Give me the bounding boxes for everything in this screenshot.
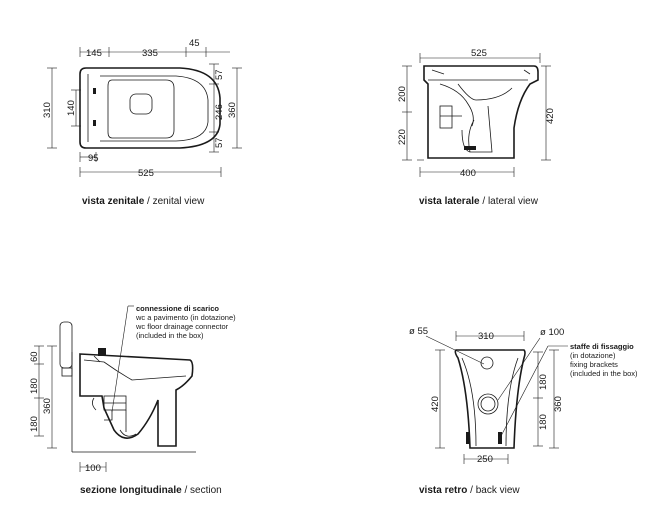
zenital-dim-57-top: 57 [214, 69, 225, 80]
back-dim-diam-100: ø 100 [540, 327, 564, 338]
section-view-drawing: connessione di scarico wc a pavimento (i… [29, 304, 236, 474]
lateral-dim-220: 220 [397, 129, 408, 145]
section-note-line-2: wc a pavimento (in dotazione) [135, 313, 236, 322]
back-caption-light: / back view [467, 485, 520, 496]
back-view-drawing: ø 55 310 ø 100 staffe di fissaggio (in d… [409, 326, 638, 465]
zenital-dim-360: 360 [227, 102, 238, 118]
zenital-dim-95: 95 [88, 153, 99, 164]
zenital-caption-bold: vista zenitale [82, 196, 145, 207]
section-view-caption: sezione longitudinale / section [80, 485, 222, 496]
lateral-dim-400: 400 [460, 168, 476, 179]
lateral-caption-bold: vista laterale [419, 196, 480, 207]
section-note-line-1: connessione di scarico [136, 304, 219, 313]
back-dim-180-upper: 180 [538, 374, 549, 390]
lateral-caption-light: / lateral view [479, 196, 538, 207]
zenital-view-caption: vista zenitale / zenital view [82, 196, 204, 207]
back-dim-420: 420 [430, 396, 441, 412]
back-note-line-3: fixing brackets [570, 360, 618, 369]
back-dim-diam-55: ø 55 [409, 326, 428, 337]
section-note-line-4: (included in the box) [136, 331, 204, 340]
back-dim-250: 250 [477, 454, 493, 465]
section-dim-180-upper: 180 [29, 378, 40, 394]
zenital-dim-246: 246 [214, 104, 225, 120]
section-caption-bold: sezione longitudinale [80, 485, 182, 496]
section-dim-360: 360 [42, 398, 53, 414]
back-dim-310: 310 [478, 331, 494, 342]
back-caption-bold: vista retro [419, 485, 468, 496]
zenital-dim-335: 335 [142, 48, 158, 59]
lateral-dim-525: 525 [471, 48, 487, 59]
lateral-dim-420: 420 [545, 108, 556, 124]
lateral-dim-200: 200 [397, 86, 408, 102]
back-dim-360: 360 [553, 396, 564, 412]
zenital-caption-light: / zenital view [144, 196, 205, 207]
section-dim-60: 60 [29, 351, 40, 362]
zenital-view-drawing: 145 335 45 310 140 57 246 57 360 [42, 38, 242, 179]
section-dim-100: 100 [85, 463, 101, 474]
back-note-line-4: (included in the box) [570, 369, 638, 378]
zenital-dim-45: 45 [189, 38, 200, 49]
zenital-dim-57-bottom: 57 [214, 137, 225, 148]
lateral-view-drawing: 525 200 220 420 400 [397, 48, 556, 179]
zenital-dim-310: 310 [42, 102, 53, 118]
section-note-line-3: wc floor drainage connector [135, 322, 229, 331]
back-dim-180-lower: 180 [538, 414, 549, 430]
zenital-dim-145: 145 [86, 48, 102, 59]
lateral-view-caption: vista laterale / lateral view [419, 196, 538, 207]
back-view-caption: vista retro / back view [419, 485, 520, 496]
zenital-dim-140: 140 [66, 100, 77, 116]
back-note-line-2: (in dotazione) [570, 351, 616, 360]
back-note-line-1: staffe di fissaggio [570, 342, 634, 351]
section-caption-light: / section [181, 485, 222, 496]
section-dim-180-lower: 180 [29, 416, 40, 432]
zenital-dim-525: 525 [138, 168, 154, 179]
